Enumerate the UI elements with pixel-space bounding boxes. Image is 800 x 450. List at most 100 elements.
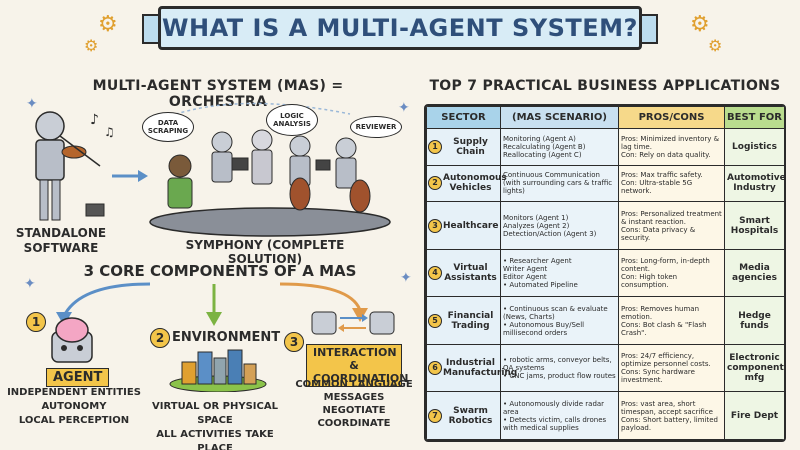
pros-cons-line: Cons: Short battery, limited payload. [621,415,718,432]
orchestra-illustration: ♪ ♫ [35,102,391,237]
city-environment-icon [169,349,267,392]
bubble-label: REVIEWER [355,123,397,131]
sector-label: Financial Trading [447,310,494,331]
sector-label: Industrial Manufacturing [443,358,518,379]
sector-cell: 5 Financial Trading [426,296,501,345]
scenario-line: • Detects victim, calls drones with medi… [503,415,607,432]
desc-line: COORDINATE [317,418,391,429]
table-row: 5 Financial Trading • Continuous scan & ev… [426,296,784,345]
scenario-cell: • robotic arms, conveyor belts, QA syste… [500,343,619,393]
scenario-line: • Researcher Agent [503,257,572,266]
pros-cons-line: Pros: 24/7 efficiency, optimize personne… [621,352,711,369]
pros-cons-line: Cons: Bot clash & "Flash Crash". [621,320,707,337]
row-number-badge: 7 [428,408,442,423]
pros-cons-cell: Pros: Personalized treatment & instant r… [618,201,725,250]
desc-line: VIRTUAL OR PHYSICAL SPACE [152,401,278,426]
symphony-label: SYMPHONY (COMPLETE SOLUTION) [185,238,345,266]
scenario-line: • Automated Pipeline [503,281,578,290]
desc-line: AUTONOMY [41,401,107,412]
pros-cons-cell: Pros: Minimized inventory & lag time.Con… [618,128,725,166]
sector-cell: 7 Swarm Robotics [426,391,501,440]
pros-cons-cell: Pros: vast area, short timespan, accept … [618,391,725,440]
robots-messaging-icon [311,311,395,335]
gear-icon: ⚙ [690,12,710,37]
header-best-for: BEST FOR [724,106,784,129]
scenario-line: Detection/Action (Agent 3) [503,229,597,238]
best-for-cell: Fire Dept [724,391,784,440]
gear-icon: ⚙ [708,36,723,55]
sector-label: Supply Chain [453,136,488,157]
best-for-cell: Logistics [724,128,784,166]
sector-label: Swarm Robotics [448,405,493,426]
table-row: 7 Swarm Robotics • Autonomously divide rad… [426,391,784,440]
row-number-badge: 5 [428,313,442,328]
sparkle-icon: ✦ [26,96,38,112]
best-for-cell: Electronic component mfg [724,343,784,393]
pros-cons-line: Pros: Personalized treatment & instant r… [621,209,722,226]
row-number-badge: 3 [428,218,442,233]
component-number: 2 [150,328,170,348]
desc-line: MESSAGES [323,392,385,403]
sparkle-icon: ✦ [24,276,36,292]
sparkle-icon: ✦ [398,100,410,116]
component-desc-interaction: COMMON LANGUAGE MESSAGES NEGOTIATE COORD… [294,378,414,430]
pros-cons-line: Con: Ultra-stable 5G network. [621,179,693,196]
scenario-line: Monitors (Agent 1) [503,213,569,222]
scenario-line: • Autonomous Buy/Sell millisecond orders [503,320,585,337]
pros-cons-line: Cons: Sync hardware investment. [621,368,695,385]
scenario-line: • Autonomously divide radar area [503,399,605,416]
desc-line: COMMON LANGUAGE [295,379,413,390]
gear-icon: ⚙ [84,36,99,55]
pros-cons-line: Pros: Max traffic safety. [621,171,703,180]
standalone-label: STANDALONE SOFTWARE [15,226,107,255]
header-pros-cons: PROS/CONS [618,106,725,129]
sector-label: Autonomous Vehicles [443,173,507,194]
component-desc-agent: INDEPENDENT ENTITIES AUTONOMY LOCAL PERC… [4,386,144,428]
desc-line: INDEPENDENT ENTITIES [7,387,141,398]
agent-robot-brain-icon [51,317,93,363]
row-number-badge: 4 [428,266,442,281]
scenario-line: • CNC jams, product flow routes [503,372,616,381]
svg-text:♪: ♪ [90,112,99,128]
scenario-line: • robotic arms, conveyor belts, QA syste… [503,356,612,373]
scenario-line: Writer Agent [503,265,548,274]
bubble-label: DATA SCRAPING [147,119,189,135]
pros-cons-cell: Pros: Max traffic safety.Con: Ultra-stab… [618,164,725,203]
component-desc-environment: VIRTUAL OR PHYSICAL SPACE ALL ACTIVITIES… [140,400,290,450]
pros-cons-cell: Pros: 24/7 efficiency, optimize personne… [618,343,725,393]
component-title-environment: ENVIRONMENT [172,330,281,345]
scenario-line: Editor Agent [503,273,547,282]
logic-analysis-bubble: LOGIC ANALYSIS [266,104,318,136]
scenario-cell: Continuous Communication (with surroundi… [500,164,619,203]
pros-cons-line: Pros: Removes human emotion. [621,304,700,321]
reviewer-bubble: REVIEWER [350,116,402,138]
desc-line: NEGOTIATE [322,405,386,416]
standalone-robot-icon: ♪ ♫ [35,111,115,221]
core-components-heading: 3 CORE COMPONENTS OF A MAS [83,262,357,280]
applications-table: SECTOR (MAS SCENARIO) PROS/CONS BEST FOR… [424,104,786,442]
sparkle-icon: ✦ [400,270,412,286]
data-scraping-bubble: DATA SCRAPING [142,112,194,142]
applications-heading: TOP 7 PRACTICAL BUSINESS APPLICATIONS [429,78,781,94]
scenario-cell: • Autonomously divide radar area• Detect… [500,391,619,440]
header-scenario: (MAS SCENARIO) [500,106,619,129]
scenario-line: • Continuous scan & evaluate (News, Char… [503,304,608,321]
pros-cons-line: Pros: Minimized inventory & lag time. [621,134,720,151]
component-arrows [56,282,368,326]
orchestra-robots-icon [167,129,371,213]
desc-line: ALL ACTIVITIES TAKE PLACE [156,429,274,450]
scenario-line: Analyzes (Agent 2) [503,221,570,230]
best-for-cell: Automotive Industry [724,164,784,203]
table-header-row: SECTOR (MAS SCENARIO) PROS/CONS BEST FOR [426,106,784,129]
header-sector: SECTOR [426,106,501,129]
orchestra-heading: MULTI-AGENT SYSTEM (MAS) = ORCHESTRA [92,78,344,110]
row-number-badge: 6 [428,361,442,376]
component-title-agent: AGENT [46,368,110,387]
